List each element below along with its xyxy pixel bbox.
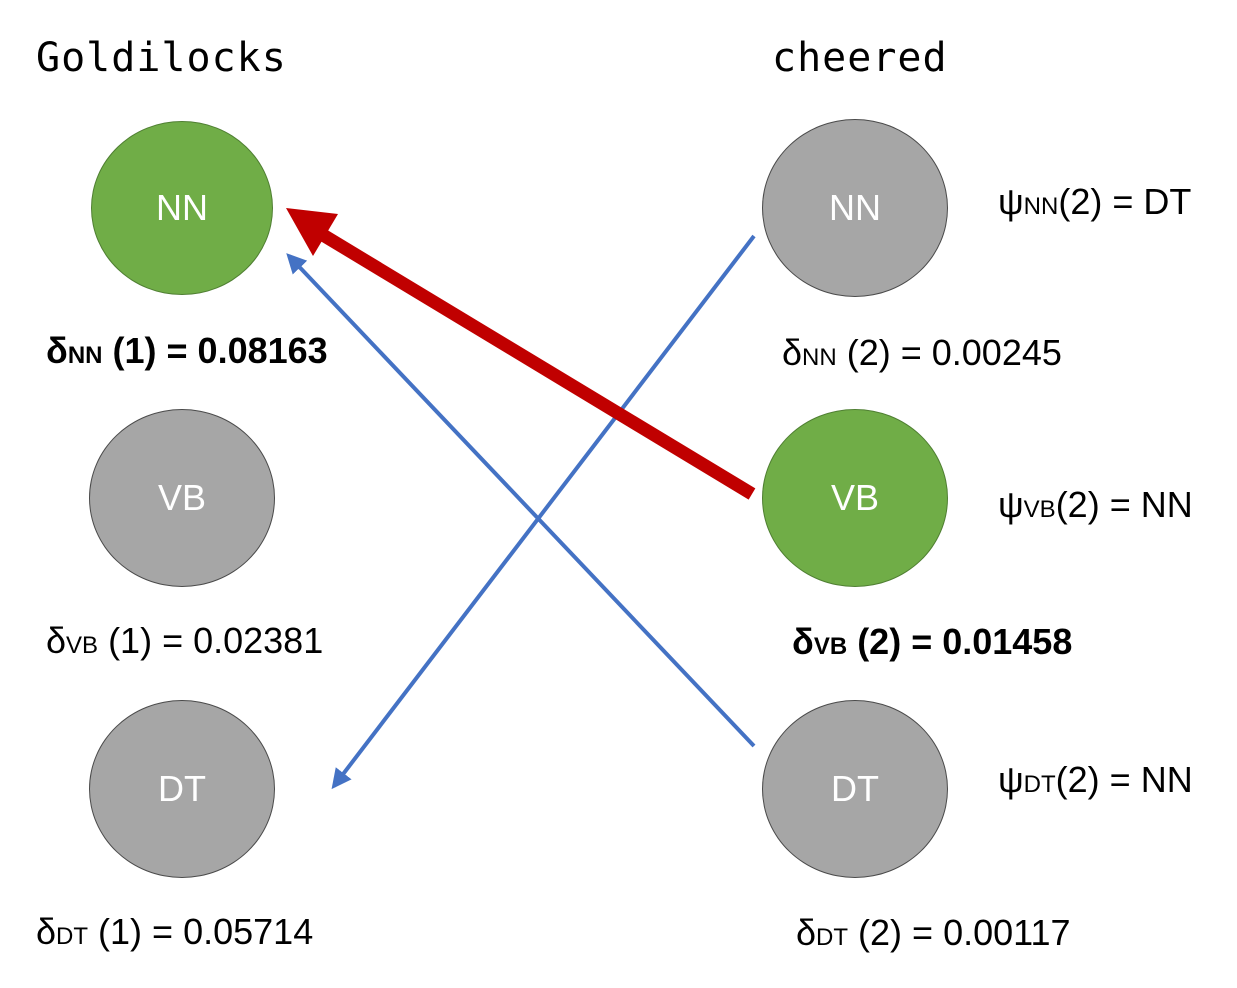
node-label: VB <box>830 477 880 518</box>
psi-cheered-dt: ψDT(2) = NN <box>998 759 1193 800</box>
psi-cheered-nn: ψNN(2) = DT <box>998 181 1192 222</box>
delta-cheered-nn: δNN (2) = 0.00245 <box>782 332 1062 373</box>
node-cheered-nn: NN <box>762 119 948 297</box>
node-cheered-vb: VB <box>762 409 948 587</box>
best-path-arrowhead <box>286 208 338 256</box>
delta-goldilocks-vb: δVB (1) = 0.02381 <box>46 620 324 661</box>
node-label: DT <box>831 768 879 809</box>
arrow-cheered-nn-to-goldilocks-dt <box>331 234 756 790</box>
node-cheered-dt: DT <box>762 700 948 878</box>
word-goldilocks: Goldilocks <box>36 35 287 81</box>
node-label: NN <box>829 187 881 228</box>
node-label: NN <box>156 187 208 228</box>
delta-goldilocks-dt: δDT (1) = 0.05714 <box>36 911 314 952</box>
delta-cheered-vb: δVB (2) = 0.01458 <box>792 621 1073 662</box>
node-goldilocks-dt: DT <box>89 700 275 878</box>
arrow-cheered-dt-to-goldilocks-nn <box>286 253 756 748</box>
node-goldilocks-nn: NN <box>91 121 273 295</box>
word-cheered: cheered <box>772 35 948 81</box>
arrow-cheered-vb-to-goldilocks-nn <box>314 226 756 500</box>
psi-cheered-vb: ψVB(2) = NN <box>998 484 1193 525</box>
node-label: DT <box>158 768 206 809</box>
delta-goldilocks-nn: δNN (1) = 0.08163 <box>46 330 328 371</box>
node-goldilocks-vb: VB <box>89 409 275 587</box>
node-label: VB <box>157 477 207 518</box>
delta-cheered-dt: δDT (2) = 0.00117 <box>796 912 1071 953</box>
